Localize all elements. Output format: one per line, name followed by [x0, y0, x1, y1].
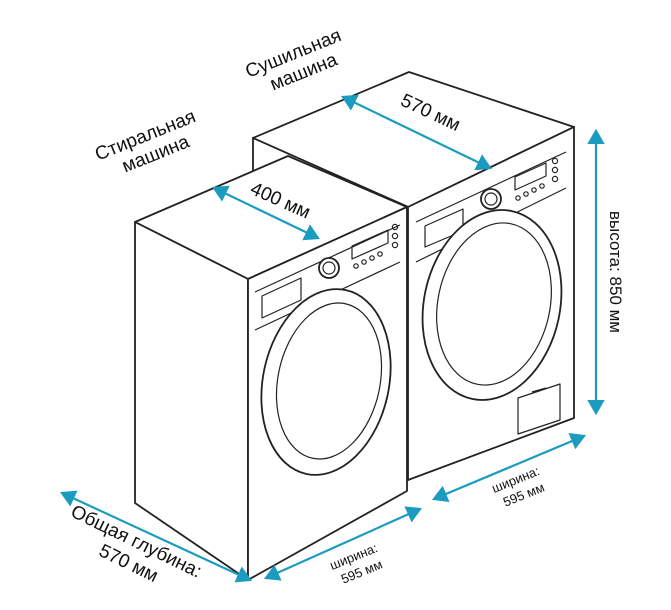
washer-width-arrow [263, 506, 423, 581]
dryer-title: Сушильная машина [243, 23, 358, 102]
washer-side-face [134, 221, 249, 581]
height-label: высота: 850 мм [606, 211, 625, 333]
dryer-knob-icon [480, 188, 502, 210]
dryer-width-label: ширина: 595 мм [490, 462, 552, 512]
washer-buttons [353, 223, 399, 269]
dryer-top-width-arrow [341, 94, 492, 171]
dryer-service-hatch [517, 383, 561, 435]
washer-machine [134, 155, 408, 581]
dryer-buttons [515, 157, 559, 201]
washer-top-width-arrow [212, 185, 320, 241]
washer-drawer [261, 277, 302, 319]
dryer-display [514, 162, 547, 191]
dimension-lines [60, 94, 605, 583]
washer-knob-icon [318, 257, 340, 279]
dryer-panel-line [415, 151, 567, 223]
washer-display [351, 229, 389, 260]
dryer-width-arrow [431, 432, 587, 503]
dryer-door [421, 209, 563, 401]
washer-title: Стиральная машина [92, 104, 211, 185]
depth-arrow [60, 490, 252, 583]
washer-door [260, 288, 392, 476]
